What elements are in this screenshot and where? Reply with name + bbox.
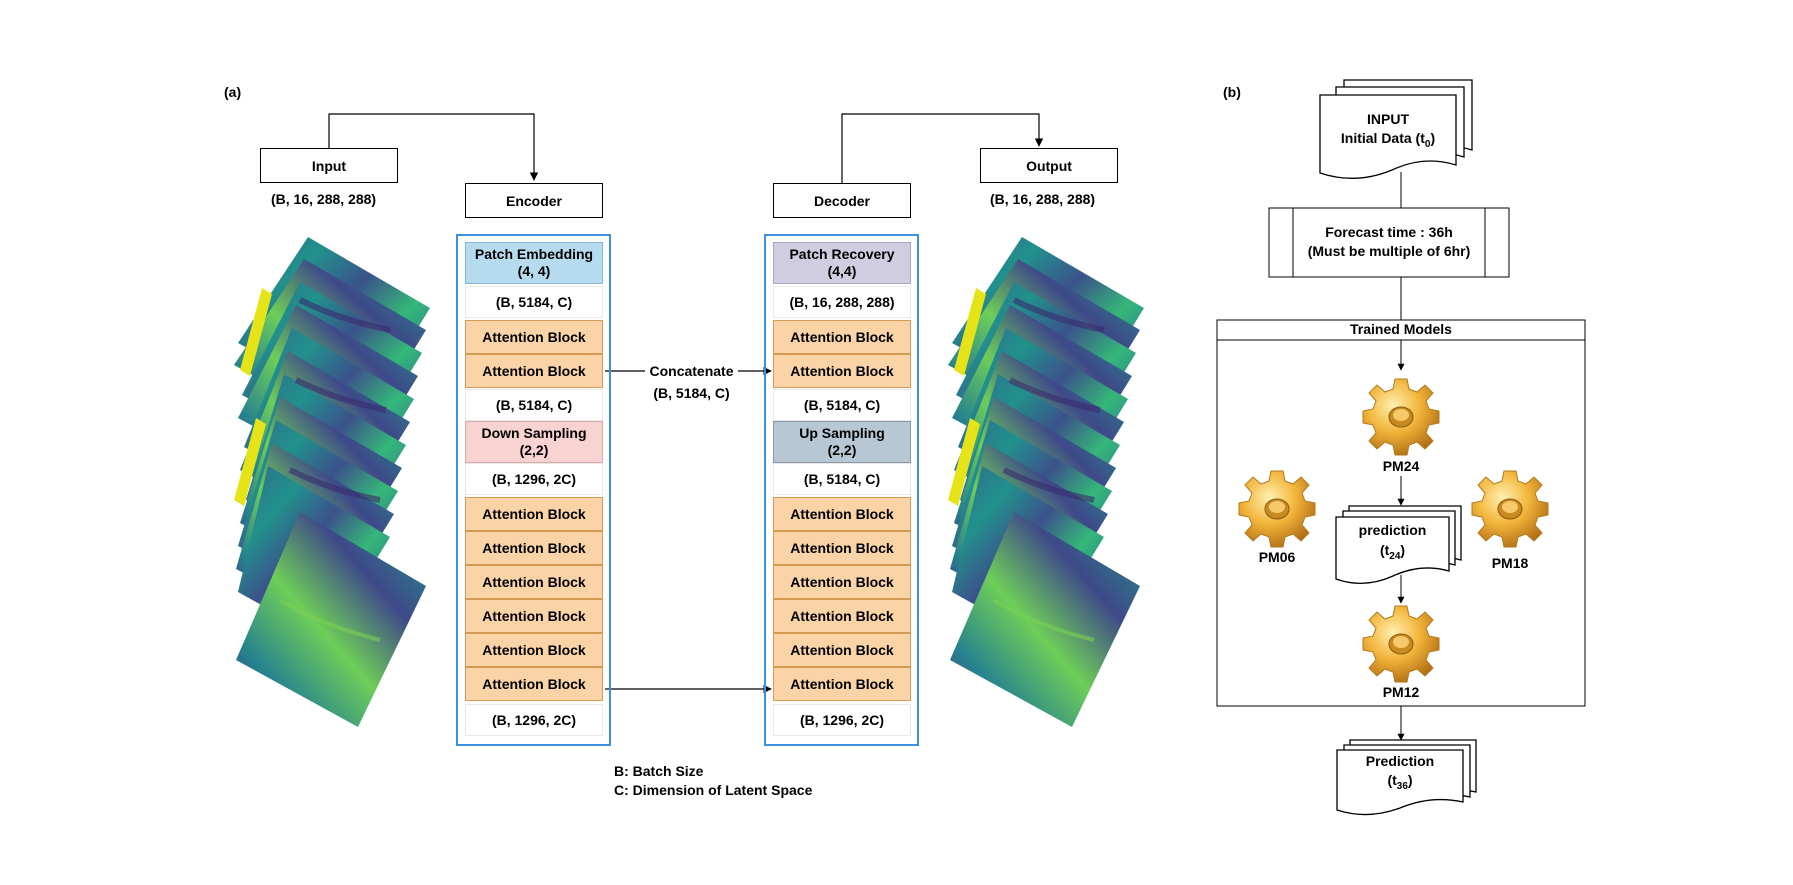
- decoder-shape-3: (B, 5184, C): [773, 463, 911, 495]
- decoder-attention-block: Attention Block: [773, 667, 911, 701]
- input-doc-title: INPUT: [1367, 111, 1409, 127]
- input-doc-subtitle-text: Initial Data (t: [1340, 130, 1425, 146]
- decoder-to-output-connector: [841, 113, 1044, 183]
- encoder-shape-4: (B, 1296, 2C): [465, 704, 603, 736]
- decoder-attention-block: Attention Block: [773, 354, 911, 388]
- trained-models-container: [1216, 319, 1586, 707]
- panel-b-label: (b): [1223, 84, 1241, 100]
- patch-embedding-title: Patch Embedding: [474, 246, 594, 262]
- patch-recovery-param: (4,4): [827, 263, 857, 279]
- encoder-attention-block: Attention Block: [465, 531, 603, 565]
- decoder-shape-2: (B, 5184, C): [773, 389, 911, 421]
- encoder-attention-block: Attention Block: [465, 565, 603, 599]
- model-label-pm12: PM12: [1382, 684, 1420, 700]
- encoder-attention-block: Attention Block: [465, 599, 603, 633]
- input-doc-subtitle-index: 0: [1424, 138, 1431, 150]
- patch-embedding-param: (4, 4): [517, 263, 551, 279]
- prediction-t24-time: (t24): [1379, 542, 1406, 562]
- model-label-pm18: PM18: [1491, 555, 1529, 571]
- encoder-attention-block: Attention Block: [465, 320, 603, 354]
- encoder-attention-block: Attention Block: [465, 497, 603, 531]
- model-label-pm24: PM24: [1382, 458, 1420, 474]
- concatenate-label: Concatenate: [649, 363, 734, 379]
- decoder-shape-4: (B, 1296, 2C): [773, 704, 911, 736]
- patch-recovery-block: Patch Recovery (4,4): [773, 242, 911, 284]
- prediction-t36-time: (t36): [1387, 772, 1413, 792]
- encoder-attention-block: Attention Block: [465, 633, 603, 667]
- prediction-t36-stack: [1336, 739, 1477, 816]
- encoder-attention-block: Attention Block: [465, 354, 603, 388]
- input-frames: [234, 237, 430, 727]
- trained-models-title: Trained Models: [1350, 321, 1452, 337]
- up-sampling-title: Up Sampling: [799, 425, 885, 441]
- input-box: Input: [260, 148, 398, 183]
- concatenate-shape: (B, 5184, C): [653, 385, 730, 401]
- decoder-panel: [764, 234, 919, 746]
- forecast-line-1: Forecast time : 36h: [1325, 224, 1453, 240]
- up-sampling-block: Up Sampling (2,2): [773, 421, 911, 463]
- model-label-pm06: PM06: [1258, 549, 1296, 565]
- output-shape: (B, 16, 288, 288): [990, 191, 1096, 207]
- input-document-stack: [1319, 79, 1473, 179]
- input-to-encoder-connector: [328, 113, 539, 181]
- up-sampling-param: (2,2): [827, 442, 857, 458]
- input-doc-subtitle: Initial Data (t0): [1320, 129, 1456, 154]
- encoder-panel: [456, 234, 611, 746]
- decoder-attention-block: Attention Block: [773, 320, 911, 354]
- decoder-attention-block: Attention Block: [773, 531, 911, 565]
- legend-latent-space: C: Dimension of Latent Space: [614, 782, 813, 798]
- input-doc-subtitle-close: ): [1430, 130, 1436, 146]
- panel-a-label: (a): [224, 84, 242, 100]
- encoder-attention-block: Attention Block: [465, 667, 603, 701]
- prediction-t36-label: Prediction: [1365, 753, 1435, 769]
- input-shape: (B, 16, 288, 288): [271, 191, 377, 207]
- patch-recovery-title: Patch Recovery: [789, 246, 895, 262]
- down-sampling-param: (2,2): [519, 442, 549, 458]
- forecast-process-box: [1268, 207, 1510, 278]
- decoder-attention-block: Attention Block: [773, 565, 911, 599]
- decoder-attention-block: Attention Block: [773, 599, 911, 633]
- encoder-shape-2: (B, 5184, C): [465, 389, 603, 421]
- encoder-box: Encoder: [465, 183, 603, 218]
- legend-batch-size: B: Batch Size: [614, 763, 704, 779]
- gear-icon-pm24: [1362, 378, 1440, 456]
- prediction-t24-label: prediction: [1358, 522, 1427, 538]
- decoder-shape-1: (B, 16, 288, 288): [773, 286, 911, 318]
- gear-icon-pm06: [1238, 470, 1316, 548]
- gear-icon-pm12: [1362, 605, 1440, 683]
- prediction-t24-stack: [1335, 505, 1462, 584]
- output-frames: [948, 237, 1144, 727]
- forecast-line-2: (Must be multiple of 6hr): [1307, 243, 1471, 259]
- encoder-shape-3: (B, 1296, 2C): [465, 463, 603, 495]
- decoder-box: Decoder: [773, 183, 911, 218]
- patch-embedding-block: Patch Embedding (4, 4): [465, 242, 603, 284]
- decoder-attention-block: Attention Block: [773, 633, 911, 667]
- down-sampling-title: Down Sampling: [481, 425, 587, 441]
- prediction-t36-index: 36: [1396, 780, 1408, 792]
- encoder-shape-1: (B, 5184, C): [465, 286, 603, 318]
- prediction-t24-index: 24: [1389, 550, 1401, 562]
- gear-icon-pm18: [1471, 470, 1549, 548]
- output-box: Output: [980, 148, 1118, 183]
- down-sampling-block: Down Sampling (2,2): [465, 421, 603, 463]
- decoder-attention-block: Attention Block: [773, 497, 911, 531]
